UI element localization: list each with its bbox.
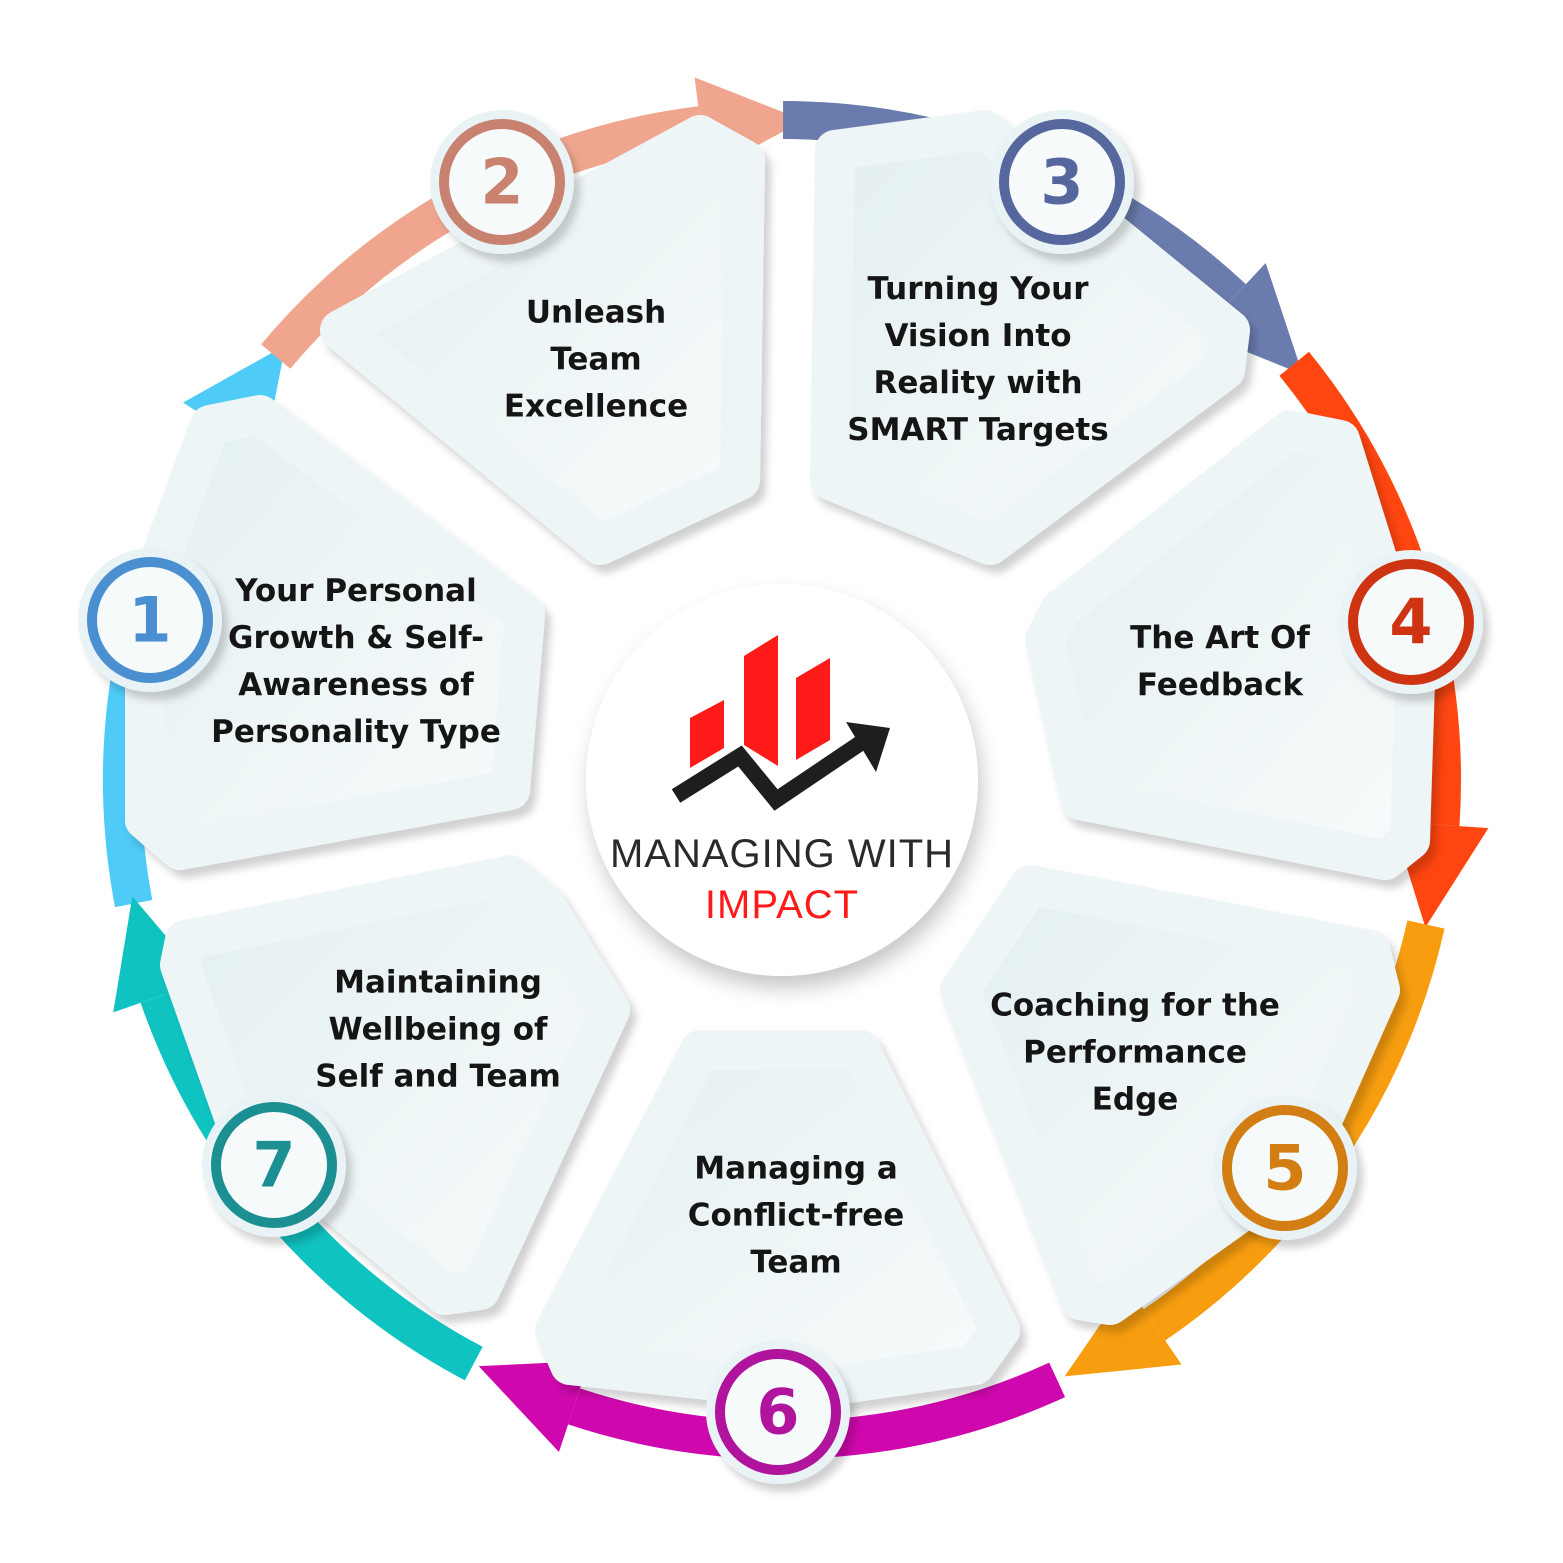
step-panel-3 — [810, 110, 1250, 565]
step-badge-1 — [78, 548, 222, 692]
step-label-line: Self and Team — [315, 1058, 561, 1095]
step-panels — [125, 110, 1435, 1410]
arrowhead-icon — [478, 1360, 590, 1452]
logo-bar-tall — [744, 635, 778, 766]
step-number-1: 1 — [128, 583, 172, 657]
step-label-line: Performance — [1023, 1034, 1247, 1071]
logo-bar-small — [690, 700, 724, 768]
step-label-4: The Art Of Feedback — [1130, 615, 1310, 709]
logo-bar-medium — [796, 658, 830, 760]
step-label-line: Turning Your — [867, 271, 1089, 307]
step-label-line: Managing a — [694, 1150, 898, 1187]
logo-trend-arrow — [671, 735, 867, 811]
step-badge-2 — [430, 110, 574, 254]
step-number-3: 3 — [1040, 145, 1084, 219]
growth-chart-logo — [671, 635, 890, 811]
step-label-line: Wellbeing of — [328, 1011, 548, 1048]
step-number-2: 2 — [480, 145, 524, 219]
step-panel-4 — [1025, 410, 1435, 880]
step-label-line: Reality with — [873, 365, 1083, 401]
number-badges — [78, 110, 1483, 1484]
step-panel-7 — [160, 855, 630, 1315]
step-label-line: Vision Into — [884, 318, 1072, 354]
arrowhead-icon — [1064, 1285, 1182, 1377]
step-label-line: Unleash — [525, 294, 667, 331]
step-number-5: 5 — [1263, 1131, 1307, 1205]
step-label-line: Excellence — [503, 388, 689, 425]
step-label-line: Feedback — [1136, 667, 1304, 703]
step-panel-5 — [940, 865, 1400, 1325]
center-disc — [586, 584, 978, 976]
step-label-line: Your Personal — [235, 573, 477, 609]
step-badge-3 — [990, 110, 1134, 254]
step-label-line: Growth & Self- — [228, 620, 484, 656]
step-label-line: Maintaining — [334, 964, 542, 1001]
step-label-line: Conflict-free — [687, 1197, 905, 1234]
step-badge-5 — [1213, 1096, 1357, 1240]
step-label-line: The Art Of — [1130, 620, 1310, 656]
step-number-7: 7 — [252, 1128, 296, 1202]
step-badge-6 — [706, 1340, 850, 1484]
arrowhead-icon — [1200, 262, 1303, 375]
center-title-line2: IMPACT — [704, 883, 860, 927]
step-label-line: Personality Type — [211, 714, 501, 750]
step-badge-4 — [1339, 550, 1483, 694]
step-label-line: Coaching for the — [990, 987, 1280, 1024]
step-number-4: 4 — [1389, 585, 1433, 659]
center-title-line1: MANAGING WITH — [609, 832, 955, 876]
step-label-line: Awareness of — [238, 667, 474, 703]
step-label-line: SMART Targets — [847, 412, 1109, 448]
step-label-line: Edge — [1091, 1081, 1179, 1118]
step-panel-2 — [320, 115, 765, 565]
logo-arrowhead-icon — [846, 722, 890, 772]
step-label-line: Team — [750, 1244, 842, 1281]
step-number-6: 6 — [756, 1375, 800, 1449]
step-panel-6 — [535, 1030, 1020, 1410]
step-badge-7 — [202, 1093, 346, 1237]
step-label-line: Team — [550, 341, 642, 378]
